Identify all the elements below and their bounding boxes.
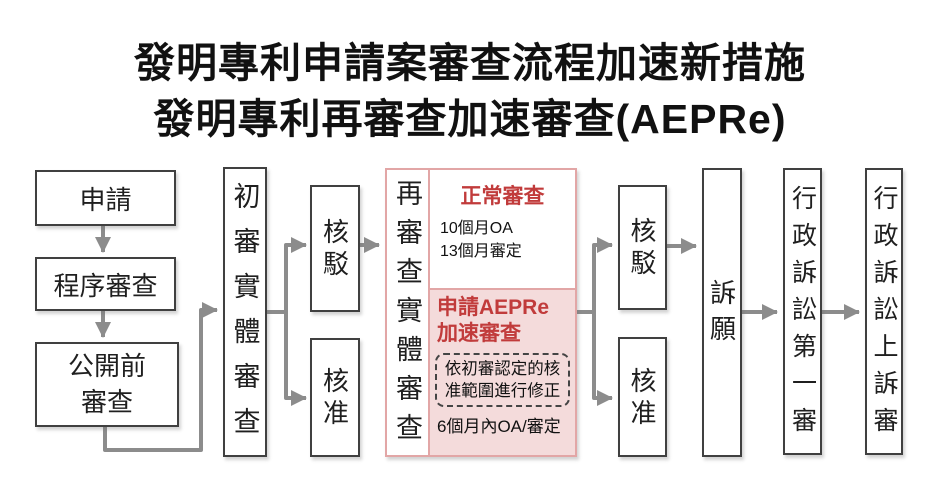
aepre-track-note: 依初審認定的核 准範圍進行修正 [435,352,570,408]
node-reexam-substantive: 再審查實體審查 [387,170,430,455]
arrow-reexam-to-approval2 [592,312,613,406]
normal-track-details: 10個月OA 13個月審定 [440,220,522,261]
node-rejection-1: 核駁 [310,185,360,312]
node-initial-substantive-exam: 初審實體審查 [223,167,267,457]
normal-track-title: 正常審查 [460,185,545,208]
title-line-1: 發明專利申請案審查流程加速新措施 [134,40,806,86]
aepre-track-panel: 申請AEPRe 加速審查 依初審認定的核 准範圍進行修正 6個月內OA/審定 [430,290,575,455]
arrow-initial-exam-to-approval [284,312,307,406]
reexam-group: 再審查實體審查 正常審查 10個月OA 13個月審定 申請AEPRe 加速審查 … [385,168,577,457]
arrow-prepub-to-initial-exam [103,302,218,452]
node-approval-1: 核准 [310,338,360,457]
node-application: 申請 [35,170,176,226]
node-procedural-exam: 程序審查 [35,257,176,311]
node-admin-litigation-appeal: 行政訴訟上訴審 [865,168,903,455]
node-rejection-2: 核駁 [618,185,667,310]
node-pre-publication-exam: 公開前 審查 [35,342,179,427]
arrow-initial-exam-to-rejection [267,237,307,314]
page-title: 發明專利申請案審查流程加速新措施 發明專利再審查加速審查(AEPRe) [0,36,940,148]
node-appeal: 訴願 [702,168,742,457]
node-admin-litigation-first-instance: 行政訴訟第一審 [783,168,822,455]
arrow-reexam-to-rejection2 [577,237,613,314]
aepre-track-title: 申請AEPRe 加速審查 [437,296,550,346]
title-line-2: 發明專利再審查加速審查(AEPRe) [153,95,787,142]
node-approval-2: 核准 [618,337,667,457]
normal-track-panel: 正常審查 10個月OA 13個月審定 [430,170,575,290]
reexam-tracks-panel: 正常審查 10個月OA 13個月審定 申請AEPRe 加速審查 依初審認定的核 … [430,170,575,455]
aepre-track-timing: 6個月內OA/審定 [437,417,561,437]
